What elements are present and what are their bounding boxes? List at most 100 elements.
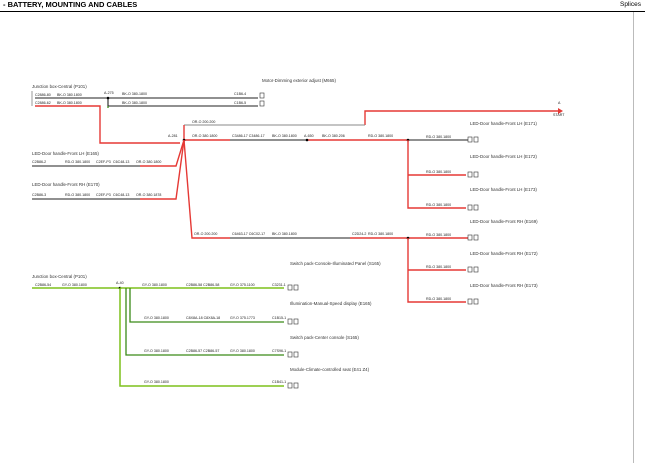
connector-label: C6C48-13 [113,160,129,164]
wire-label: BK-O 380.1800 [272,134,297,138]
connector-label: C2886-62 [35,101,51,105]
module-label-illum-manual: Illumination-Manual-Speed display (E165) [290,301,372,306]
wire-label: OR-O 380.1800 [136,160,161,164]
connector-label: C1B6-5 [234,101,246,105]
wire-label: RD-O 380.1800 [426,170,451,174]
connector-pin [293,318,299,325]
wire-label: BK-O 380-1800 [122,101,147,105]
connector-label: C3231-1 [272,283,286,287]
connector-pin [293,382,299,389]
module-label-led-r1: LED-Door handle-Front RH (E169) [470,219,538,224]
splice-label: A-650 [304,134,314,138]
wire-green [119,288,284,387]
connector-pin [473,136,479,143]
connector-pin [473,234,479,241]
module-label-switch-console: Switch pack-Console-Illuminated Panel (S… [290,261,381,266]
module-label-led-fl: LED-Door handle-Front LH (E165) [32,151,99,156]
wire-label: BK-O 380.1800 [272,232,297,236]
connector-label: C2B86-3 [32,193,46,197]
module-label-led-r3: LED-Door handle-Front RH (E173) [470,283,538,288]
wire-label: BK-O 380.1800 [57,101,82,105]
module-label-led-l2: LED-Door handle-Front LH (E172) [470,154,537,159]
wire-label: GY-O 380.1800 [142,283,167,287]
wire-label: BK-O 380.206 [322,134,345,138]
wire-label: RD-O 380.1800 [65,193,90,197]
splice-point [106,96,110,100]
connector-label: C3486-17 C3486-17 [232,134,265,138]
wire-red [35,105,180,144]
wire-label: GY-O 380.1800 [230,349,255,353]
connector-pin [259,92,265,99]
connector-pin [287,351,293,358]
wire-red [183,139,230,239]
connector-label: C6463-17 C6C02-17 [232,232,265,236]
splice-point [305,138,309,142]
connector-pin [473,171,479,178]
module-label-climate-panel: Module-Climate-controlled seat (E41 Z4) [290,367,370,372]
connector-pin [287,284,293,291]
wire-label: OR-O 380.1800 [192,134,217,138]
wire-label: OR-O 200.200 [194,232,217,236]
module-label-switch-center: Switch pack-Center console (S165) [290,335,359,340]
wire-red [364,110,560,125]
wire-label: GY-O 380.1800 [144,380,169,384]
wire-label: RD-O 380.1800 [426,203,451,207]
wire-red [140,139,185,200]
connector-pin [467,266,473,273]
connector-pin [287,318,293,325]
wire-label: GY-O 375.1773 [230,316,255,320]
module-label-led-r2: LED-Door handle-Front RH (E172) [470,251,538,256]
wire-label: BK-O 380.1800 [57,93,82,97]
splice-label: A-275 [104,91,114,95]
wire-label: RD-O 380.1800 [426,265,451,269]
module-label-led-fr: LED-Door handle-Front RH (E170) [32,182,100,187]
wire-label: GY-O 380.1800 [144,349,169,353]
connector-label: C2B86-58 C2B86-58 [186,283,219,287]
connector-label: C1B41-1 [272,380,286,384]
connector-label: C2B86-2 [32,160,46,164]
connector-label: C2B86-57 C2B86-57 [186,349,219,353]
wire-label: RD-O 380.1800 [368,232,393,236]
wire-green-dark [129,288,284,323]
page-frame-edge [633,12,634,463]
splice-label: A-40 [116,281,124,285]
connector-pin [287,382,293,389]
connector-pin [467,136,473,143]
module-label-junction-bottom: Junction box-Central (P101) [32,274,87,279]
connector-pin [293,284,299,291]
wire-label: GY-O 375.1100 [230,283,255,287]
connector-label: C1B6-4 [234,92,246,96]
wire-label: RD-O 380.1800 [368,134,393,138]
splice-label: A-281 [168,134,178,138]
section-label: Splices [620,1,641,8]
wire-label: GY-O 380.1800 [144,316,169,320]
connector-pin [467,171,473,178]
page-header: - BATTERY, MOUNTING AND CABLES Splices [0,0,645,11]
module-label-led-l3: LED-Door handle-Front LH (E173) [470,187,537,192]
connector-label: C2EF-P3 [96,160,111,164]
connector-label: C1B15-1 [272,316,286,320]
wire-label: RD-O 380.1800 [426,135,451,139]
connector-label: C2D24-2 [352,232,366,236]
arrow-label: A [558,101,561,105]
connector-label: C8X8A-18 C8X8A-18 [186,316,220,320]
module-label-motor-dimming: Motor-Dimming exterior adjust (M665) [262,78,336,83]
connector-pin [473,266,479,273]
wire-label: GY-O 380.1800 [62,283,87,287]
connector-pin [293,351,299,358]
connector-pin [473,204,479,211]
wire-label: BK-O 380-1800 [122,92,147,96]
connector-pin [467,234,473,241]
wire-label: RD-O 380.1800 [65,160,90,164]
wire-green-dark [125,288,284,356]
wire-red [407,238,466,303]
connector-label: C6C48-13 [113,193,129,197]
wire-label: OR-O 200.200 [192,120,215,124]
connector-label: C2B86-54 [35,283,51,287]
wire-red [140,139,185,167]
connector-pin [259,100,265,107]
wire-label: OR-O 380.1878 [136,193,161,197]
connector-pin [467,204,473,211]
connector-label: C2EF-P3 [96,193,111,197]
